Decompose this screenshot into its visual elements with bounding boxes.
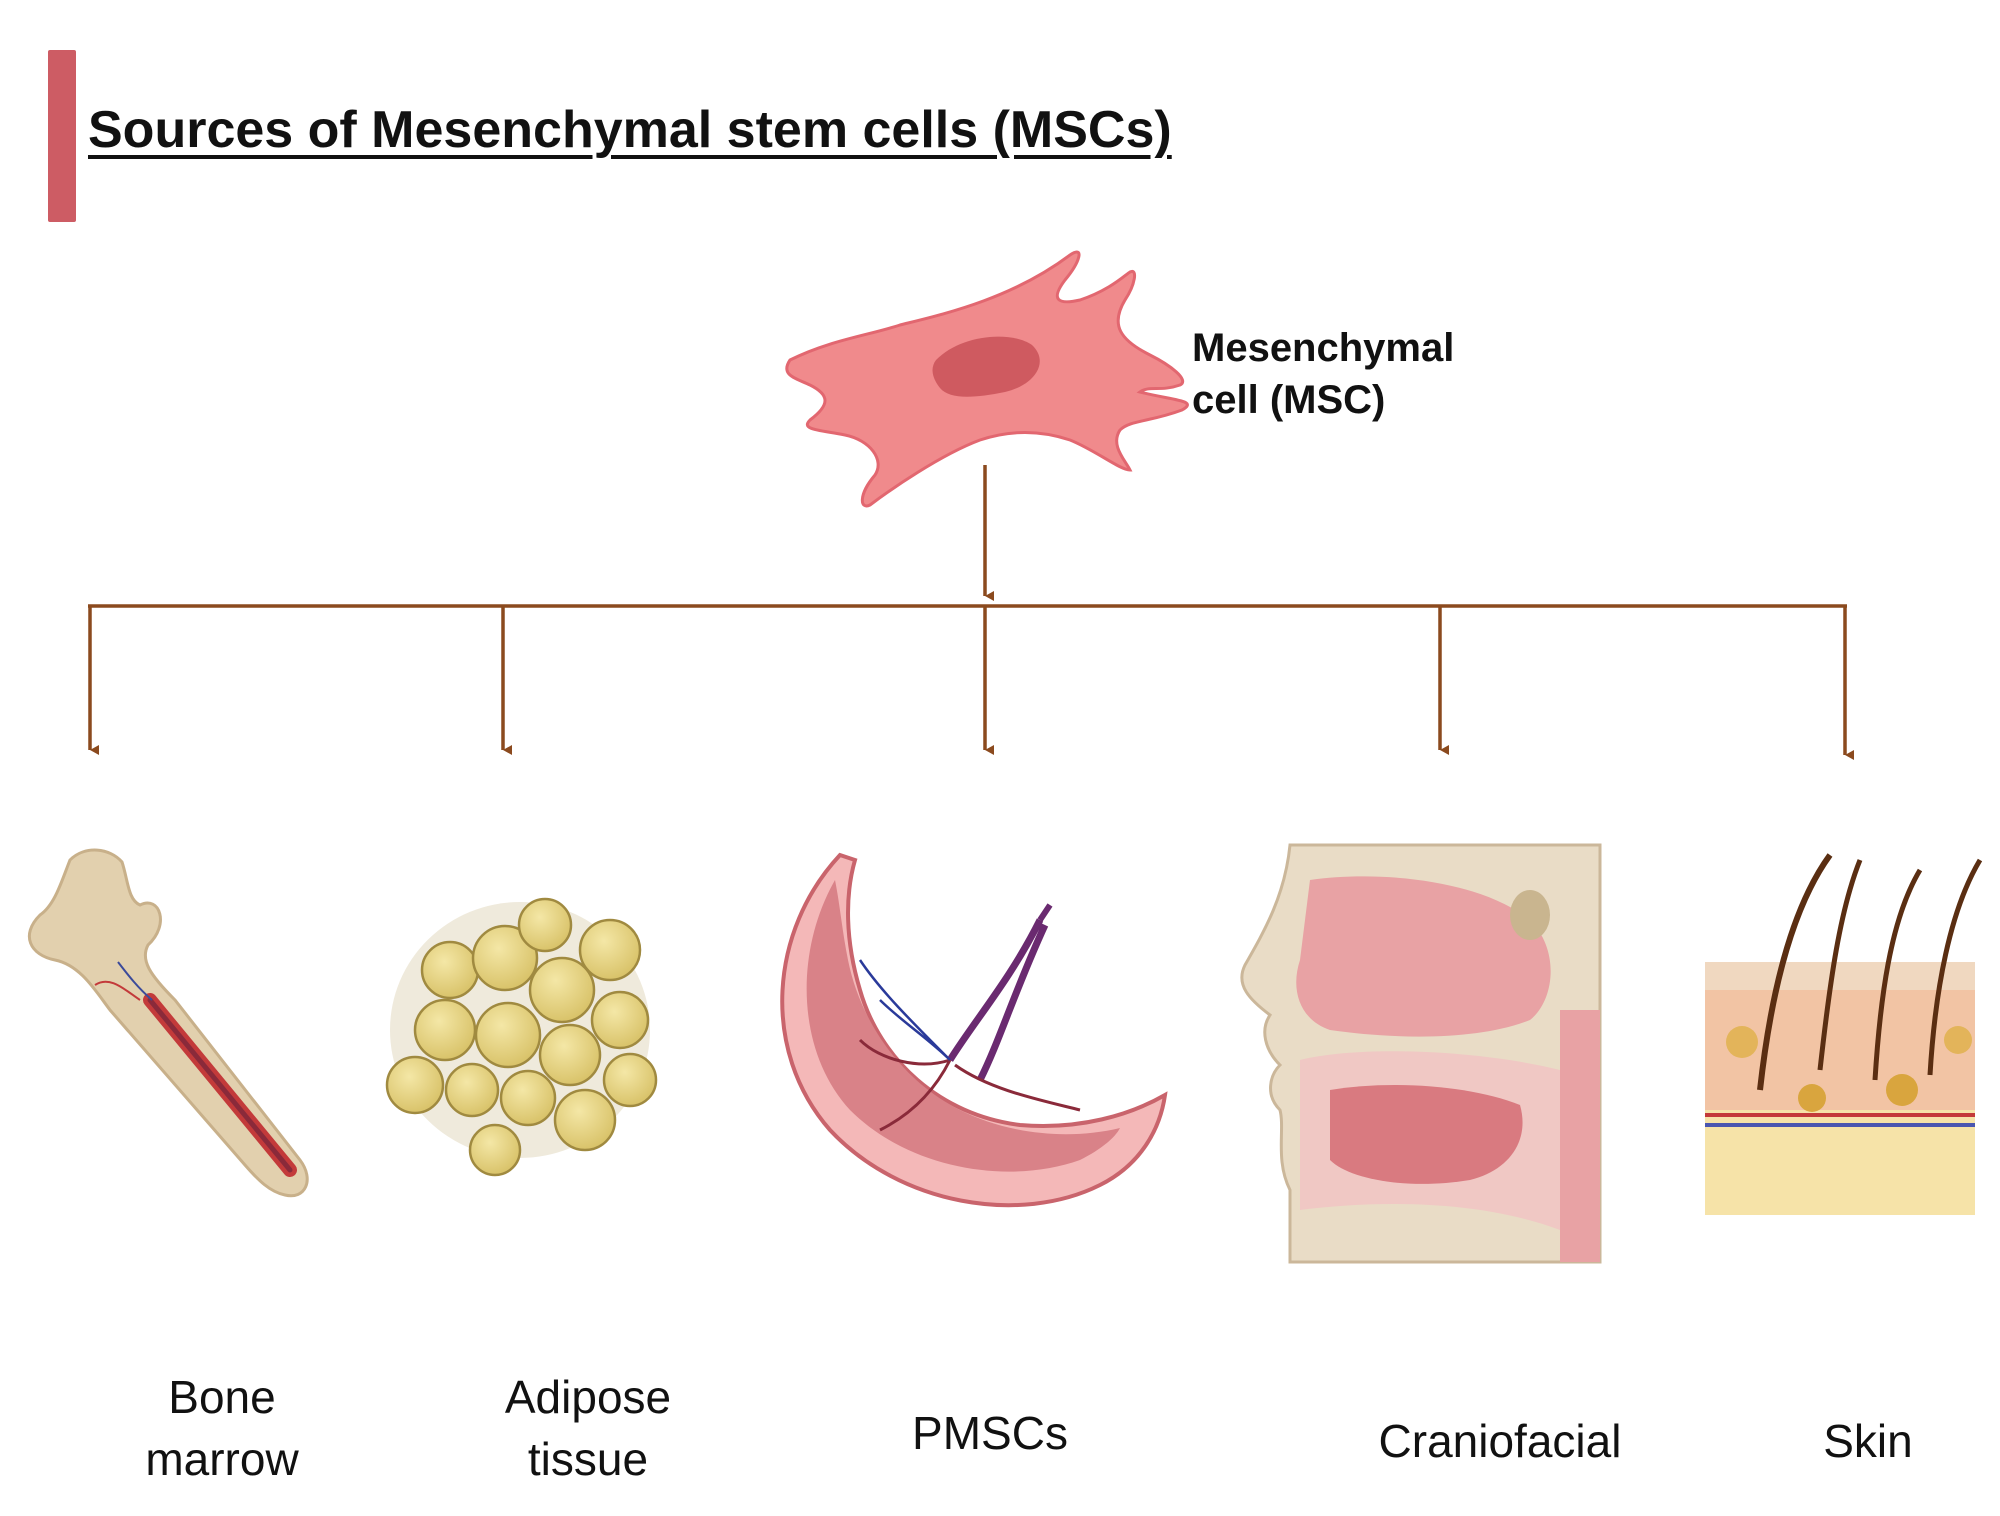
fat-cells-icon	[385, 897, 658, 1177]
adipose-tissue-line1: Adipose	[504, 1371, 672, 1423]
placenta-icon	[780, 852, 1168, 1208]
mesenchymal-cell-label: Mesenchymal cell (MSC)	[1192, 322, 1512, 426]
source-label-craniofacial: Craniofacial	[1360, 1410, 1640, 1472]
femur-bone-icon	[27, 848, 309, 1198]
cell-label-line2: cell (MSC)	[1192, 378, 1386, 422]
title-accent-bar	[48, 50, 76, 222]
connector-tree	[88, 465, 1854, 760]
adipose-tissue-line2: tissue	[527, 1433, 649, 1485]
head-cross-section-icon	[1240, 843, 1602, 1264]
bone-marrow-line1: Bone	[168, 1371, 276, 1423]
craniofacial-line1: Craniofacial	[1378, 1415, 1622, 1467]
skin-line1: Skin	[1823, 1415, 1913, 1467]
source-label-bone-marrow: Bone marrow	[132, 1366, 312, 1490]
skin-layers-icon	[1705, 853, 1983, 1215]
mesenchymal-cell-icon	[785, 250, 1189, 508]
source-label-skin: Skin	[1818, 1410, 1918, 1472]
page-title: Sources of Mesenchymal stem cells (MSCs)	[88, 101, 1172, 159]
cell-label-line1: Mesenchymal	[1192, 326, 1455, 370]
pmscs-line1: PMSCs	[912, 1407, 1068, 1459]
source-label-adipose-tissue: Adipose tissue	[493, 1366, 683, 1490]
source-label-pmscs: PMSCs	[900, 1402, 1080, 1464]
bone-marrow-line2: marrow	[145, 1433, 299, 1485]
